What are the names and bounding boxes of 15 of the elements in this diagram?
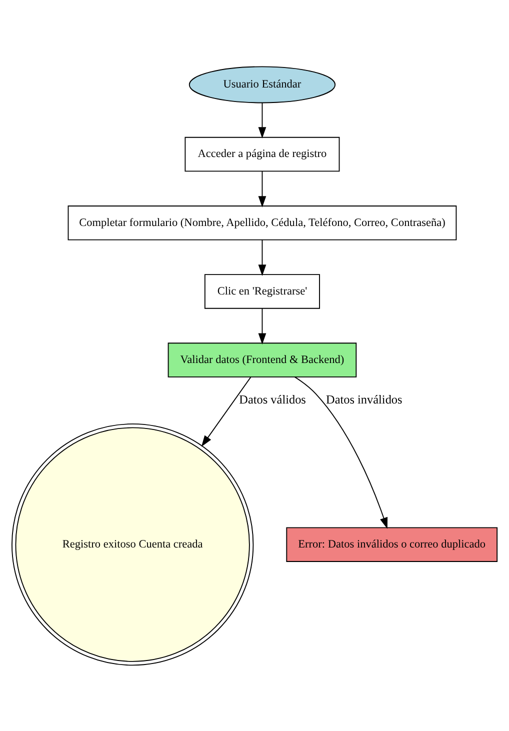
arrow [258,102,266,138]
arrow [294,376,388,528]
edge-label: Datos válidos [239,392,306,406]
arrow [258,308,266,344]
node-box: Acceder a página de registro [184,136,340,172]
node-box: Error: Datos inválidos o correo duplicado [286,526,498,562]
arrow [201,376,252,446]
node-box: Clic en 'Registrarse' [204,274,320,308]
node-box: Validar datos (Frontend & Backend) [168,342,357,377]
edge-label: Datos inválidos [326,392,402,406]
node-ellipse: Usuario Estándar [188,66,336,103]
node-circle: Registro exitoso Cuenta creada [12,422,254,666]
arrow [258,239,266,276]
node-box: Completar formulario (Nombre, Apellido, Cédula, Teléfono, Correo, Contraseña) [68,205,457,240]
arrow [258,170,266,207]
